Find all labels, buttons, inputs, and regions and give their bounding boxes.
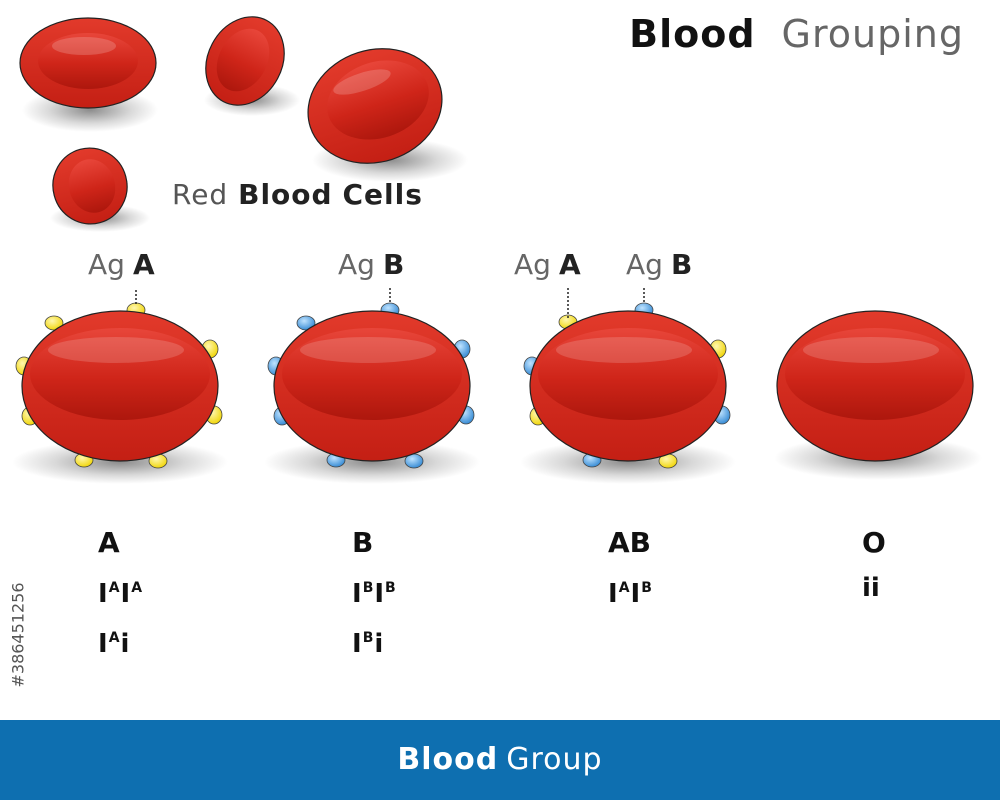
group-name: A bbox=[98, 526, 120, 559]
cell-group-ab bbox=[520, 288, 736, 484]
group-b: B IBIB IBi bbox=[352, 526, 492, 659]
genotype: IBi bbox=[352, 629, 384, 659]
cell-group-a bbox=[12, 290, 228, 484]
group-name: B bbox=[352, 526, 374, 559]
genotype: IAIB bbox=[608, 579, 652, 609]
genotype: IAIA bbox=[98, 579, 143, 609]
group-o: O ii bbox=[862, 526, 1000, 603]
cell-group-b bbox=[264, 288, 480, 484]
group-a: A IAIA IAi bbox=[98, 526, 238, 659]
rbc-decor-1 bbox=[19, 17, 158, 132]
genotype: IBIB bbox=[352, 579, 396, 609]
genotype: ii bbox=[862, 573, 880, 603]
rbc-decor-3 bbox=[307, 48, 468, 182]
title-word-2: Grouping bbox=[781, 12, 964, 56]
group-ab: AB IAIB bbox=[608, 526, 748, 609]
rbc-decor-4 bbox=[50, 147, 150, 232]
group-name: AB bbox=[608, 526, 652, 559]
red-blood-cells-label: Red Blood Cells bbox=[172, 178, 423, 211]
title-word-1: Blood bbox=[629, 12, 756, 56]
rbc-decor-2 bbox=[204, 16, 300, 116]
genotype: IAi bbox=[98, 629, 130, 659]
cell-group-o bbox=[774, 310, 982, 480]
group-name: O bbox=[862, 526, 886, 559]
page-title: Blood Grouping bbox=[629, 12, 964, 56]
stock-id-watermark: #386451256 bbox=[8, 582, 28, 688]
